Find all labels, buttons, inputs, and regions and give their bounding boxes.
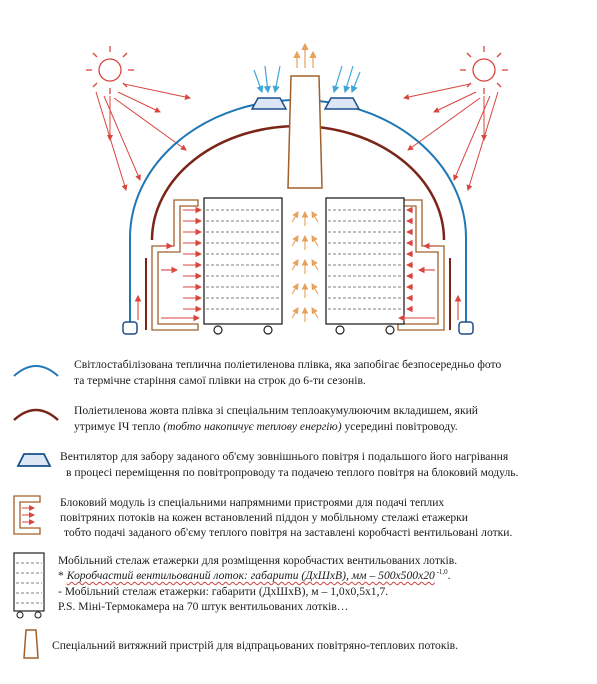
heat-flow-arrows-left (134, 206, 203, 322)
legend-rack-line2-sup: -1,0 (434, 568, 448, 577)
block-module-right (397, 199, 445, 331)
exhaust-chimney (287, 75, 323, 189)
mobile-rack-left (203, 197, 283, 335)
legend-yellow-film-line2-b: (тобто накопичує теплову енергію) (163, 420, 342, 433)
legend-brown-arc-icon (13, 408, 59, 421)
legend-blue-arc-icon (13, 365, 59, 377)
legend-rack-line3: - Мобільний стелаж етажерки: габарити (Д… (58, 585, 389, 598)
legend-rack-line2-c: . (447, 569, 451, 582)
legend-block-module-icon (13, 495, 41, 535)
legend-fan-trapezoid-icon (16, 453, 52, 467)
sun-left-icon (86, 46, 134, 94)
legend-rack-line1: Мобільний стелаж етажерки для розміщення… (58, 554, 458, 567)
legend-fan-line1: Вентилятор для забору заданого об'єму зо… (60, 450, 509, 463)
legend-rack-line4: P.S. Міні-Термокамера на 70 штук вентиль… (58, 600, 349, 613)
legend-block-module-line1: Блоковий модуль із спеціальними напрямни… (60, 496, 445, 509)
exhaust-arrows (293, 42, 317, 68)
ground-fan-right-icon (458, 321, 474, 335)
mobile-rack-right (325, 197, 405, 335)
legend-exhaust-line1: Спеціальний витяжний пристрій для відпра… (52, 639, 459, 652)
legend-rack-line2-a: * (58, 569, 67, 582)
solar-radiation-arrows (95, 83, 499, 191)
legend-yellow-film-line1: Поліетиленова жовта плівка зі спеціальни… (74, 404, 479, 417)
legend-exhaust-chimney-icon (23, 629, 39, 659)
legend-mobile-rack-icon (13, 552, 45, 619)
legend-block-module-line2: повітряних потоків на кожен встановлений… (60, 511, 469, 524)
legend-rack-line2-b: Коробчастий вентильований лоток: габарит… (66, 569, 435, 582)
legend-film-line1: Світлостабілізована теплична поліетилено… (74, 358, 502, 371)
fan-left-icon (250, 97, 288, 110)
block-module-left (151, 199, 199, 331)
legend-yellow-film-line2: утримує ІЧ тепло (тобто накопичує теплов… (74, 419, 458, 434)
fan-right-icon (323, 97, 361, 110)
heat-flow-arrows-right (397, 206, 462, 322)
legend-fan-line2: в процесі переміщення по повітропроводу … (66, 466, 519, 479)
legend-yellow-film-line2-c: усередині повітроводу. (341, 420, 458, 433)
warm-air-flow-arrows (291, 210, 319, 322)
sun-right-icon (460, 46, 508, 94)
legend-rack-line2: * Коробчастий вентильований лоток: габар… (58, 568, 451, 583)
legend-film-line2: та термічне старіння самої плівки на стр… (74, 374, 366, 387)
legend-block-module-line3: тобто подачі заданого об'єму теплого пов… (64, 526, 513, 539)
ground-fan-left-icon (122, 321, 138, 335)
intake-air-arrows (253, 65, 361, 94)
legend-yellow-film-line2-a: утримує ІЧ тепло (74, 420, 164, 433)
